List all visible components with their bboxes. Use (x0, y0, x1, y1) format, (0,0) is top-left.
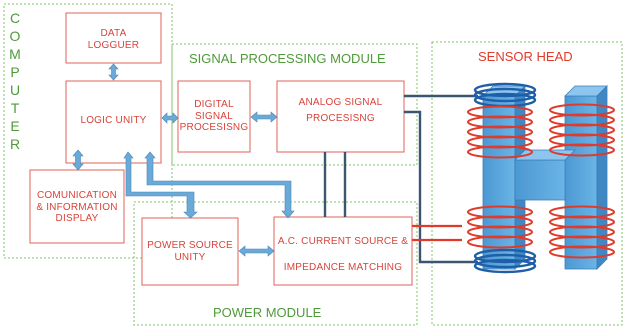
ac-source-line-2: IMPEDANCE MATCHING (283, 261, 403, 273)
comm-display-line-1: COMUNICATION (37, 190, 117, 201)
comm-display-label: COMUNICATION & INFORMATION DISPLAY (30, 190, 124, 225)
ac-source-line-1: A.C. CURRENT SOURCE & (277, 236, 409, 247)
analog-signal-label: ANALOG SIGNAL PROCESISNG (277, 97, 404, 124)
computer-letter: R (9, 136, 21, 152)
arrow-logic-ac (144, 151, 295, 219)
power-source-line-1: POWER SOURCE (147, 240, 233, 251)
computer-module (3, 3, 173, 259)
computer-letter: E (10, 118, 20, 134)
logic-unity-label: LOGIC UNITY (80, 115, 147, 126)
computer-letter: P (10, 64, 20, 80)
digital-line-3: PROCESISNG (179, 122, 249, 133)
signal-processing-title: SIGNAL PROCESSING MODULE (189, 51, 386, 66)
comm-display-line-3: DISPLAY (55, 213, 99, 224)
data-logger-box (65, 12, 162, 64)
computer-letter: O (9, 28, 21, 44)
comm-display-box (29, 169, 125, 244)
comm-display-line-2: & INFORMATION (36, 201, 118, 213)
sensor-head-title: SENSOR HEAD (478, 49, 573, 64)
power-source-line-2: UNITY (174, 251, 206, 263)
signal-processing-module (171, 43, 418, 166)
arrow-logic-digital (161, 112, 179, 124)
data-logger-label: DATA LOGGUER (66, 28, 161, 51)
analog-signal-box (276, 80, 405, 153)
sensor-head-module (431, 41, 623, 326)
digital-line-2: SIGNAL (195, 110, 233, 122)
analog-line-1: ANALOG SIGNAL (298, 97, 383, 108)
digital-line-1: DIGITAL (194, 99, 234, 110)
red-coils (467, 103, 615, 259)
power-module-title: POWER MODULE (213, 305, 322, 320)
wire-analog-coil-bottom (404, 110, 478, 264)
ac-source-label: A.C. CURRENT SOURCE & IMPEDANCE MATCHING (274, 236, 412, 273)
power-source-box (141, 217, 239, 286)
data-logger-line-1: DATA (100, 28, 127, 39)
digital-signal-label: DIGITAL SIGNAL PROCESISNG (178, 99, 250, 134)
logic-unity-box (65, 80, 162, 164)
arrow-logic-comm (72, 149, 84, 171)
arrow-logic-power (123, 151, 198, 219)
arrow-digital-analog (250, 111, 278, 123)
ac-source-box (273, 216, 413, 286)
power-module (133, 201, 418, 326)
analog-line-2: PROCESISNG (306, 112, 375, 124)
arrow-logger-logic (108, 63, 119, 81)
digital-signal-box (177, 80, 251, 153)
computer-letter: U (9, 82, 21, 98)
power-source-label: POWER SOURCE UNITY (142, 240, 238, 263)
computer-letter: T (10, 100, 20, 116)
computer-letter: M (9, 46, 21, 62)
sensor-core (482, 85, 608, 270)
data-logger-line-2: LOGGUER (87, 39, 140, 51)
computer-letter: C (9, 10, 21, 26)
arrow-power-ac (238, 245, 275, 257)
